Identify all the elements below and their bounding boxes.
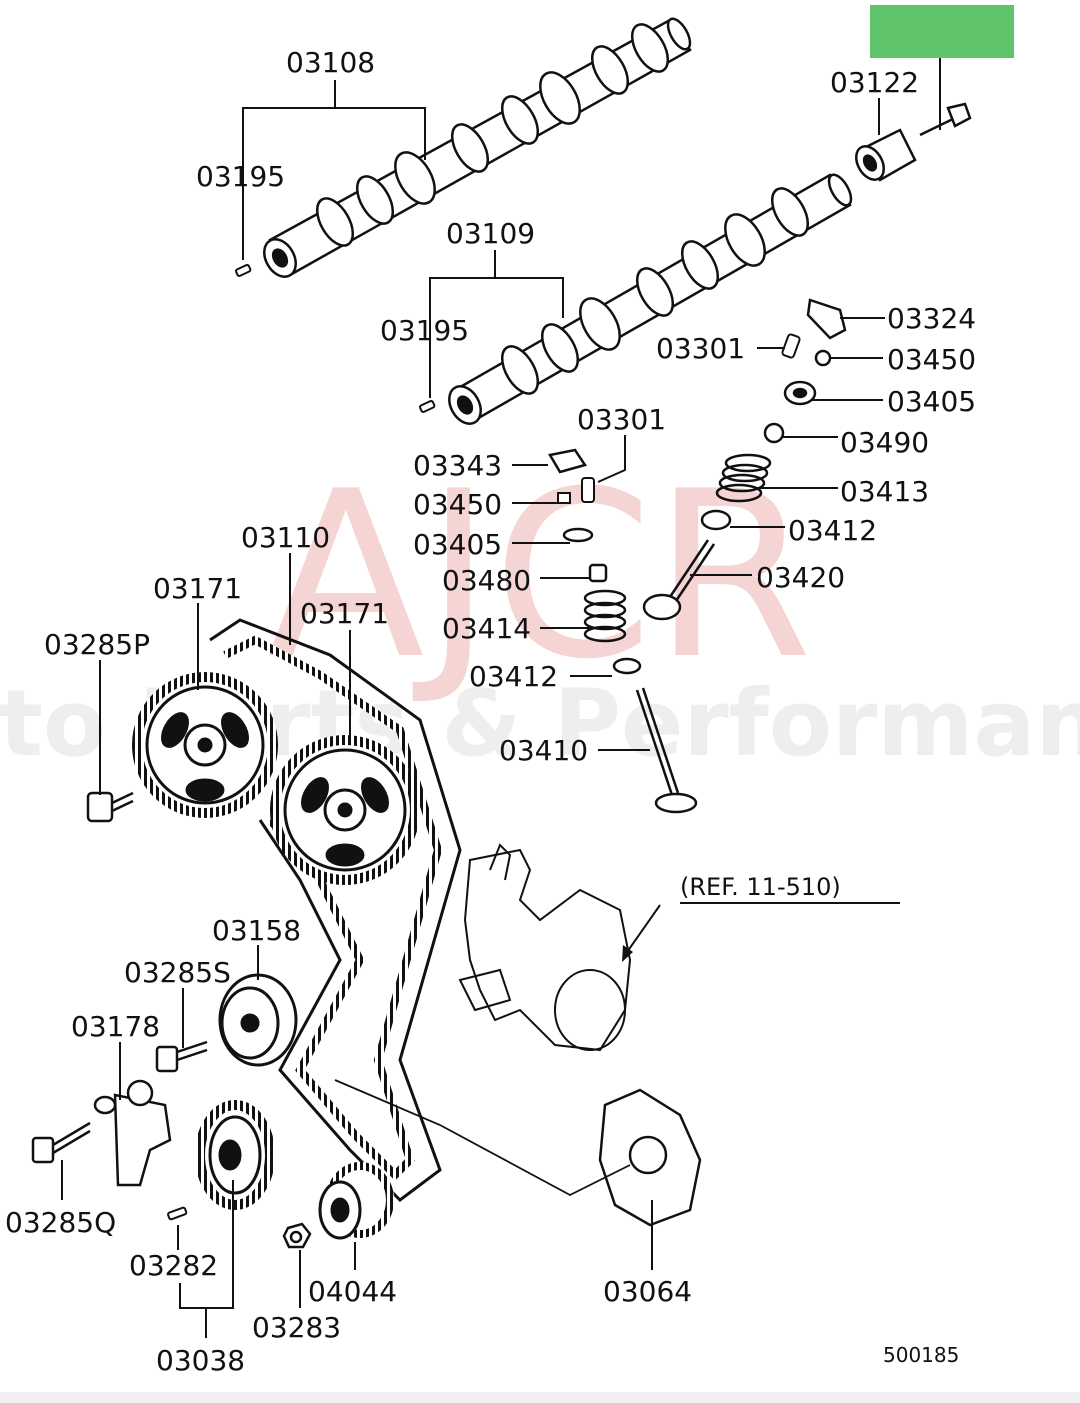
label-03282: 03282: [129, 1249, 218, 1282]
label-03195-lower: 03195: [380, 314, 469, 347]
leader-lines: [61, 58, 941, 1338]
nut-left[interactable]: [557, 492, 571, 504]
label-03490: 03490: [840, 426, 929, 459]
label-03283: 03283: [252, 1311, 341, 1344]
label-03171-left: 03171: [153, 572, 242, 605]
tensioner-pulley[interactable]: [218, 973, 298, 1067]
crank-key[interactable]: [167, 1206, 188, 1221]
label-03410: 03410: [499, 734, 588, 767]
label-03450-left: 03450: [413, 488, 502, 521]
label-03324: 03324: [887, 302, 976, 335]
highlight-box[interactable]: [870, 5, 1014, 58]
label-03405-right: 03405: [887, 385, 976, 418]
label-03414: 03414: [442, 612, 531, 645]
label-03158: 03158: [212, 914, 301, 947]
rocker-arm-right[interactable]: [806, 298, 847, 340]
ref-arrowhead: [622, 945, 633, 962]
engine-reference-outline: [458, 843, 632, 1052]
dowel-pin-upper[interactable]: [235, 263, 252, 277]
label-03285Q: 03285Q: [5, 1206, 116, 1239]
cam-adapter[interactable]: [851, 128, 917, 185]
label-03171-right: 03171: [300, 597, 389, 630]
tensioner-arm[interactable]: [93, 1079, 172, 1187]
exhaust-valve[interactable]: [635, 687, 698, 814]
lower-camshaft[interactable]: [443, 171, 856, 429]
camshaft-sprocket-right[interactable]: [270, 735, 420, 885]
label-03412-right: 03412: [788, 514, 877, 547]
label-03064: 03064: [603, 1275, 692, 1308]
adjuster-right[interactable]: [781, 333, 801, 359]
idler-pulley[interactable]: [318, 1162, 394, 1240]
tensioner-bolt[interactable]: [155, 1040, 208, 1073]
reference-note: (REF. 11-510): [680, 873, 841, 901]
label-03301-left: 03301: [577, 403, 666, 436]
label-03450-right: 03450: [887, 343, 976, 376]
label-03301-right: 03301: [656, 332, 745, 365]
camshaft-sprocket-left[interactable]: [132, 672, 278, 818]
label-03413: 03413: [840, 475, 929, 508]
label-03038: 03038: [156, 1344, 245, 1377]
retainer-left[interactable]: [562, 527, 594, 543]
arm-bolt[interactable]: [31, 1121, 91, 1164]
adjuster-left[interactable]: [581, 477, 595, 503]
label-03122: 03122: [830, 66, 919, 99]
cover-leader: [334, 1079, 631, 1197]
timing-belt[interactable]: [209, 618, 462, 1202]
valve-spring-right[interactable]: [715, 453, 772, 503]
sprocket-bolt[interactable]: [86, 791, 134, 823]
label-03109: 03109: [446, 217, 535, 250]
valve-seal-right[interactable]: [763, 422, 785, 444]
spring-seat-left[interactable]: [612, 657, 642, 675]
label-03405-left: 03405: [413, 528, 502, 561]
label-03108: 03108: [286, 46, 375, 79]
diagram-id: 500185: [883, 1343, 959, 1367]
adapter-bolt[interactable]: [919, 102, 972, 137]
label-03420: 03420: [756, 561, 845, 594]
crankshaft-sprocket[interactable]: [195, 1100, 275, 1210]
label-03285P: 03285P: [44, 628, 150, 661]
sprocket-flange[interactable]: [598, 1088, 702, 1227]
upper-camshaft[interactable]: [258, 15, 695, 282]
valve-seal-left[interactable]: [588, 563, 608, 583]
label-03412-left: 03412: [469, 660, 558, 693]
rocker-arm-left[interactable]: [548, 448, 587, 474]
label-03195-upper: 03195: [196, 160, 285, 193]
retainer-right[interactable]: [783, 380, 817, 406]
ref-arrow: [624, 904, 661, 956]
label-03110: 03110: [241, 521, 330, 554]
label-03178: 03178: [71, 1010, 160, 1043]
spring-seat-right[interactable]: [700, 509, 732, 531]
label-03480: 03480: [442, 564, 531, 597]
label-03343: 03343: [413, 449, 502, 482]
label-03285S: 03285S: [124, 956, 231, 989]
nut-right[interactable]: [814, 349, 832, 367]
valve-spring-left[interactable]: [583, 589, 627, 643]
idler-nut[interactable]: [282, 1222, 312, 1249]
dowel-pin-lower[interactable]: [419, 399, 436, 413]
bottom-strip: [0, 1392, 1080, 1403]
label-04044: 04044: [308, 1275, 397, 1308]
